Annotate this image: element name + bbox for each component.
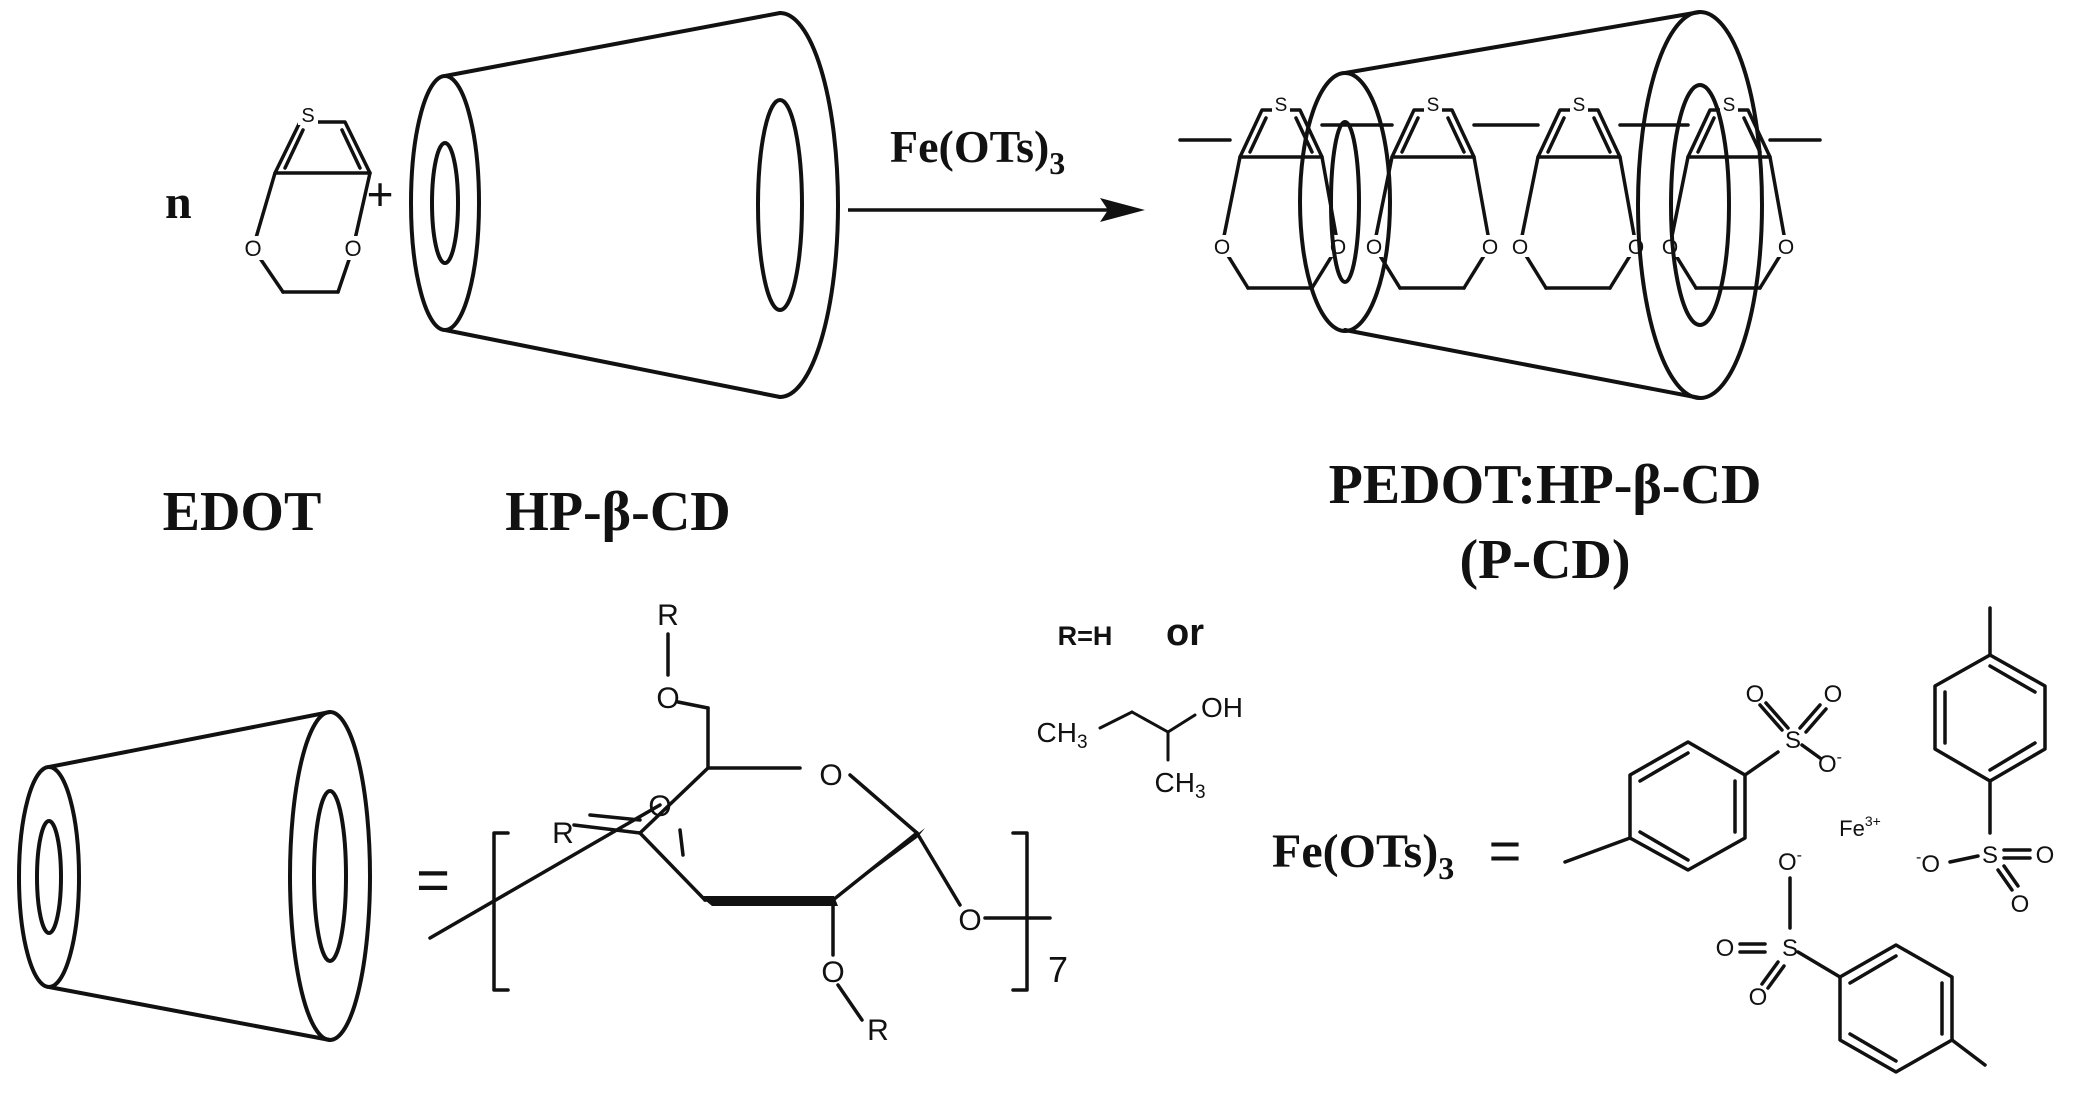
pedot-sulfur-4: S bbox=[1723, 95, 1736, 116]
tosylate-1-oxygen: O bbox=[1824, 681, 1843, 708]
pedot-oxygen: O bbox=[1778, 236, 1794, 259]
pedot-oxygen: O bbox=[1482, 236, 1498, 259]
ch3-left: CH3 bbox=[1036, 717, 1087, 753]
pedot-sulfur-1: S bbox=[1275, 95, 1288, 116]
edot-o-mask bbox=[242, 236, 264, 260]
product-label: PEDOT:HP-β-CD bbox=[1329, 454, 1762, 516]
repeat-count: 7 bbox=[1048, 949, 1068, 990]
glucose-wedges bbox=[640, 828, 925, 906]
reaction-arrow bbox=[848, 198, 1145, 222]
edot-structure bbox=[251, 120, 372, 294]
pedot-oxygen: O bbox=[1512, 236, 1528, 259]
edot-oxygen-left: O bbox=[244, 236, 261, 261]
or-text: or bbox=[1166, 612, 1204, 654]
tosylate-1-sulfur: S bbox=[1785, 727, 1801, 754]
hp-cd-cone bbox=[409, 11, 840, 399]
c6-oxygen: O bbox=[656, 682, 679, 715]
pedot-oxygen: O bbox=[1662, 236, 1678, 259]
pedot-sulfur-3: S bbox=[1573, 95, 1586, 116]
fe-ots-equals-sign: = bbox=[1489, 819, 1522, 882]
product-cone bbox=[1298, 10, 1764, 400]
c3-oxygen: O bbox=[648, 790, 671, 823]
fe-ots-label: Fe(OTs)3 bbox=[1272, 825, 1454, 886]
tosylate-2-oxygen: O bbox=[2011, 891, 2030, 918]
r-definition: R=H bbox=[1058, 621, 1113, 651]
tosylate-3-oxygen: O bbox=[1716, 935, 1735, 962]
plus-sign: + bbox=[367, 168, 394, 220]
ch3-bottom: CH3 bbox=[1154, 767, 1205, 803]
tosylate-1 bbox=[1563, 701, 1828, 872]
edot-label: EDOT bbox=[163, 481, 322, 543]
edot-s-mask bbox=[298, 103, 318, 125]
product-abbrev-label: (P-CD) bbox=[1459, 529, 1630, 591]
tosylate-2-oxygen: O bbox=[2036, 842, 2055, 869]
edot-oxygen-right: O bbox=[344, 236, 361, 261]
coefficient-n: n bbox=[165, 176, 192, 229]
tosylate-3-sulfur: S bbox=[1782, 935, 1798, 962]
c3-r-group: R bbox=[552, 817, 574, 850]
tosylate-3-oxide: O- bbox=[1778, 847, 1802, 876]
arrow-reagent-label: Fe(OTs)3 bbox=[890, 121, 1065, 181]
tosylate-2-oxide: -O bbox=[1916, 849, 1940, 878]
c2-r-group: R bbox=[867, 1014, 889, 1047]
pedot-sulfur-2: S bbox=[1427, 95, 1440, 116]
c1-oxygen: O bbox=[958, 904, 981, 937]
tosylate-3-oxygen: O bbox=[1749, 984, 1768, 1011]
cone-equals-sign: = bbox=[416, 848, 450, 913]
cone-legend-icon bbox=[17, 710, 372, 1042]
pedot-oxygen: O bbox=[1366, 236, 1382, 259]
tosylate-1-oxygen: O bbox=[1746, 681, 1765, 708]
tosylate-2-sulfur: S bbox=[1982, 842, 1998, 869]
hydroxypropyl-structure bbox=[1098, 710, 1197, 762]
ring-oxygen: O bbox=[819, 759, 842, 792]
pedot-oxygen: O bbox=[1214, 236, 1230, 259]
tosylate-2 bbox=[1933, 606, 2047, 892]
pedot-atom-labels: S S S S O O O O O O O O bbox=[1212, 93, 1796, 259]
hp-cd-label: HP-β-CD bbox=[505, 481, 730, 543]
glucose-unit bbox=[428, 632, 1052, 1022]
tosylate-3 bbox=[1738, 876, 1987, 1074]
tosylate-1-oxide: O- bbox=[1818, 749, 1842, 778]
ring-o-mask bbox=[818, 760, 844, 788]
c6-r-group: R bbox=[657, 599, 679, 632]
hydroxyl-label: OH bbox=[1201, 692, 1243, 723]
edot-o-mask bbox=[342, 236, 364, 260]
edot-sulfur-label: S bbox=[301, 105, 314, 127]
iron-cation: Fe3+ bbox=[1839, 813, 1881, 841]
c2-oxygen: O bbox=[821, 956, 844, 989]
